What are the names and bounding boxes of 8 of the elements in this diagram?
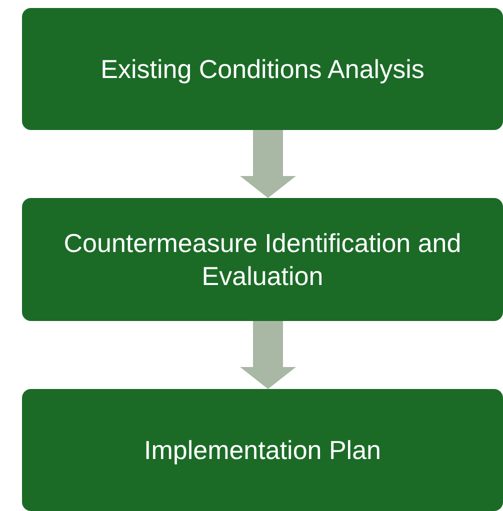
arrow [240, 321, 296, 389]
process-box [22, 8, 503, 130]
step-label: Countermeasure Identification and Evaluation [62, 227, 462, 292]
process-box [22, 389, 503, 511]
step-label: Existing Conditions Analysis [100, 52, 424, 86]
step-label: Implementation Plan [144, 434, 382, 466]
arrow [240, 130, 296, 198]
process-box [22, 198, 503, 321]
